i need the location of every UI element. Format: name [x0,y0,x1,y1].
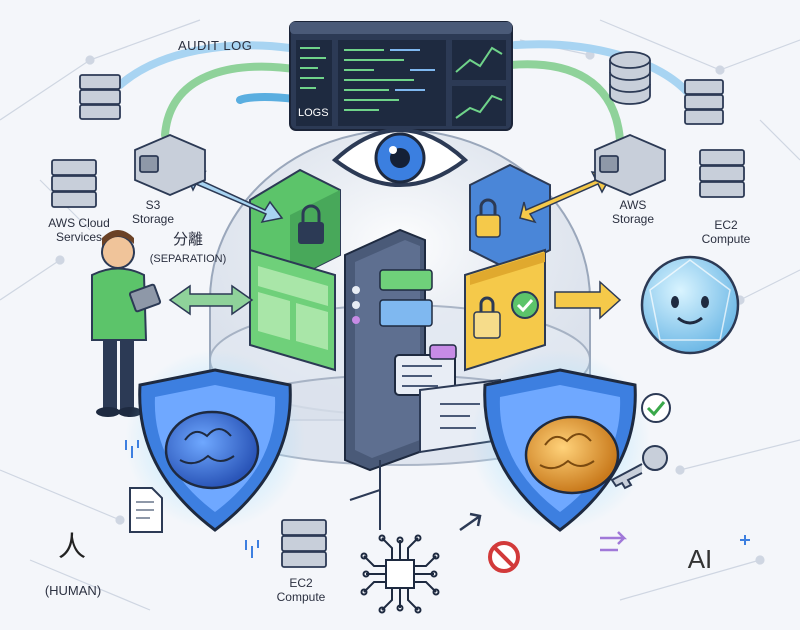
aws-lock-server-icon [594,134,666,196]
blue-storage-cube [469,163,551,272]
logs-label: LOGS [298,107,329,119]
tablet-icon [128,283,162,313]
s3-lock-server-icon [134,134,206,196]
human-shield [125,350,305,532]
human-en-label: (HUMAN) [44,583,102,598]
human-kanji-label: 人 [57,530,86,563]
server-icon [699,149,745,198]
s3-storage-line1: S3 [145,198,161,212]
separation-kanji-label: 分離 [172,230,203,248]
ec2-bottom-line2: Compute [276,590,326,604]
yellow-security-panel [464,248,546,372]
audit-log-label: AUDIT LOG [178,38,253,53]
ai-access-arrow [554,280,622,320]
forbidden-icon [488,541,520,573]
ai-label: AI [687,544,713,574]
database-icon [609,51,651,105]
server-icon [281,519,327,568]
check-icon [641,393,671,423]
s3-storage-label: S3 Storage [118,198,188,226]
audit-log-monitor [289,21,513,131]
brain-icon [524,415,620,495]
green-data-panel [249,248,336,372]
aws-cloud-services-label: AWS Cloud Services [34,216,124,244]
key-icon [610,445,668,490]
aws-storage-line1: AWS [619,198,647,212]
ai-shield [470,350,650,532]
server-icon [51,159,97,208]
eye-icon [331,128,469,187]
aws-cloud-line2: Services [55,230,102,244]
s3-storage-line2: Storage [131,212,175,226]
document-icon [129,487,163,533]
robot-face-icon [640,255,740,355]
green-storage-cube [249,168,341,282]
ec2-right-line1: EC2 [714,218,738,232]
ec2-compute-bottom-label: EC2 Compute [266,576,336,604]
ec2-right-line2: Compute [701,232,751,246]
brain-icon [164,410,260,490]
ai-output-arrows [459,512,628,552]
chip-icon [360,534,440,614]
separation-arrows [168,284,254,316]
ec2-compute-right-label: EC2 Compute [696,218,756,246]
central-server-stack [344,228,457,472]
ec2-bottom-line1: EC2 [289,576,313,590]
aws-storage-line2: Storage [611,212,655,226]
server-icon [79,74,121,120]
sparkle-marks [125,440,750,558]
dome-chip-connector [349,460,381,530]
aws-cloud-line1: AWS Cloud [48,216,110,230]
separation-en-label: (SEPARATION) [149,253,227,265]
server-icon [684,79,724,125]
aws-storage-label: AWS Storage [598,198,668,226]
